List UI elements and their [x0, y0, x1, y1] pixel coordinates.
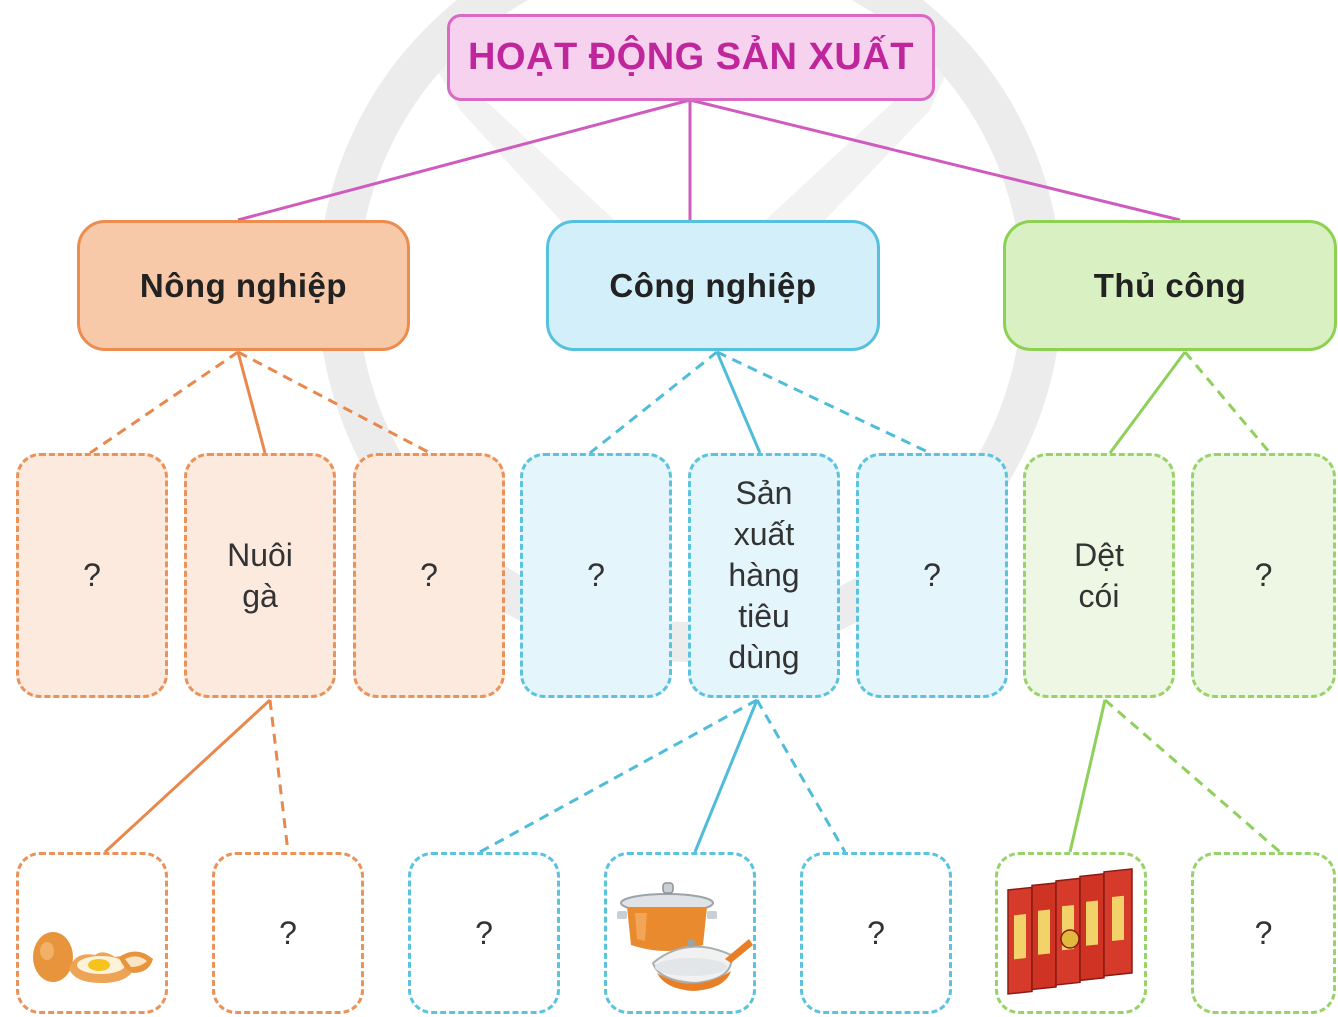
link-industry-sub5 [715, 351, 762, 454]
category-agriculture: Nông nghiệp [77, 220, 410, 351]
link-sub2-prod1 [103, 698, 272, 854]
root-title: HOẠT ĐỘNG SẢN XUẤT [468, 36, 914, 78]
link-industry-sub4 [589, 350, 718, 455]
subcategory-box: ? [1191, 453, 1336, 698]
link-agriculture-sub1 [89, 350, 239, 455]
subcategory-box: ? [16, 453, 168, 698]
subcategory-label: Nuôi gà [227, 536, 293, 614]
link-sub2-prod2 [268, 699, 290, 853]
link-sub5-prod5 [755, 699, 847, 853]
subcategory-box: ? [353, 453, 505, 698]
link-agriculture-sub2 [236, 351, 267, 454]
subcategory-label: ? [923, 557, 941, 594]
link-root-agriculture [237, 98, 691, 222]
product-box: ? [408, 852, 560, 1014]
subcategory-box: ? [856, 453, 1008, 698]
link-handicraft-sub8 [1183, 351, 1272, 454]
product-box [16, 852, 168, 1014]
product-label: ? [1254, 914, 1273, 951]
link-sub5-prod3 [479, 698, 758, 854]
product-label: ? [867, 914, 885, 951]
sedge-mats-icon [1007, 868, 1133, 995]
product-box: ? [212, 852, 364, 1014]
category-industry: Công nghiệp [546, 220, 880, 351]
link-sub7-prod7 [1104, 698, 1281, 854]
link-handicraft-sub7 [1108, 351, 1187, 454]
subcategory-box: ? [520, 453, 672, 698]
link-industry-sub6 [716, 350, 931, 455]
subcategory-box: Dệt cói [1023, 453, 1175, 698]
subcategory-label: ? [587, 557, 605, 594]
category-agriculture-label: Nông nghiệp [139, 266, 348, 304]
link-sub5-prod4 [693, 699, 759, 853]
subcategory-box: Nuôi gà [184, 453, 336, 698]
category-handicraft-label: Thủ công [1093, 266, 1247, 304]
subcategory-box: Sản xuất hàng tiêu dùng [688, 453, 840, 698]
eggs-icon [33, 932, 153, 983]
category-industry-label: Công nghiệp [609, 266, 817, 304]
product-box: ? [800, 852, 952, 1014]
product-label: ? [279, 914, 297, 951]
subcategory-label: ? [420, 557, 438, 594]
product-label: ? [475, 914, 493, 951]
subcategory-label: Dệt cói [1074, 536, 1124, 614]
link-root-handicraft [689, 98, 1181, 222]
link-sub7-prod6 [1068, 699, 1107, 853]
link-agriculture-sub3 [237, 350, 431, 455]
product-box [995, 852, 1147, 1014]
root-node: HOẠT ĐỘNG SẢN XUẤT [447, 14, 935, 101]
category-handicraft: Thủ công [1003, 220, 1337, 351]
product-box [604, 852, 756, 1014]
product-box: ? [1191, 852, 1336, 1014]
subcategory-label: ? [83, 557, 101, 594]
cookware-icon [617, 882, 753, 991]
subcategory-label: ? [1254, 557, 1273, 594]
subcategory-label: Sản xuất hàng tiêu dùng [728, 475, 800, 675]
